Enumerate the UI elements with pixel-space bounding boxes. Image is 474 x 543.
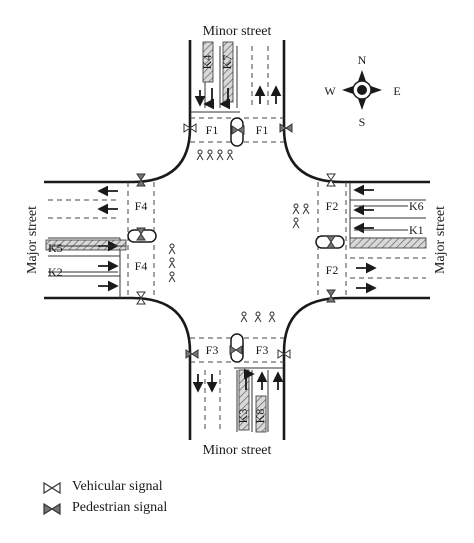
crosswalks (127, 117, 347, 363)
pedestrian-icon (216, 149, 224, 161)
legend-pedestrian-label: Pedestrian signal (72, 500, 168, 515)
detector-k6-label: K6 (409, 199, 424, 213)
detector-k3-label: K3 (236, 409, 250, 424)
signals (136, 123, 336, 359)
detector-loops (45, 41, 427, 433)
pedestrian-signal-icon (326, 289, 336, 303)
pedestrian-icon (226, 149, 234, 161)
phase-f1-right-label: F1 (256, 123, 269, 137)
legend-vehicular-label: Vehicular signal (72, 479, 163, 494)
detector-k5-label: K5 (48, 241, 63, 255)
median-islands (127, 117, 345, 363)
pedestrian-signal-icon (136, 227, 146, 241)
pedestrian-signal-icon (229, 345, 243, 355)
pedestrian-signal-icon (136, 173, 146, 187)
pedestrian-icon (168, 271, 176, 283)
compass-rose-icon (342, 70, 382, 110)
pedestrian-signal-icon (326, 235, 336, 249)
vehicular-signal-icon (277, 349, 291, 359)
pedestrian-icon (268, 311, 276, 323)
pedestrian-signal-icon (43, 502, 61, 516)
k4-loop (202, 41, 214, 83)
detector-k8-label: K8 (253, 409, 267, 424)
vehicular-signal-icon (326, 173, 336, 187)
compass-south: S (359, 115, 366, 129)
minor-street-bottom-label: Minor street (203, 443, 272, 458)
pedestrian-signal-icon (231, 125, 245, 135)
pedestrian-icon (168, 257, 176, 269)
pedestrian-icon (206, 149, 214, 161)
vehicular-signal-icon (136, 291, 146, 305)
detector-k1-label: K1 (409, 223, 424, 237)
compass-east: E (393, 84, 400, 98)
pedestrian-icon (254, 311, 262, 323)
pedestrian-signal-icon (185, 349, 199, 359)
k1-loop (349, 237, 427, 249)
pedestrian-icon (196, 149, 204, 161)
pedestrian-icon (240, 311, 248, 323)
compass-north: N (358, 53, 367, 67)
vehicular-signal-icon (43, 481, 61, 495)
detector-k7-label: K7 (220, 55, 234, 70)
major-street-right-label: Major street (433, 206, 448, 274)
pedestrian-icon (292, 217, 300, 229)
legend-symbols (43, 481, 61, 516)
phase-f1-left-label: F1 (206, 123, 219, 137)
pedestrian-icon (168, 243, 176, 255)
minor-street-top-label: Minor street (203, 24, 272, 39)
compass-west: W (324, 84, 336, 98)
lane-arrows (97, 85, 377, 393)
phase-f2-bottom-label: F2 (326, 263, 339, 277)
detector-k4-label: K4 (200, 55, 214, 70)
phase-f4-top-label: F4 (135, 199, 148, 213)
k8-loop (255, 395, 267, 433)
k5-loop (45, 239, 127, 251)
vehicular-signal-icon (183, 123, 197, 133)
detector-k2-label: K2 (48, 265, 63, 279)
phase-f2-top-label: F2 (326, 199, 339, 213)
pedestrian-icon (302, 203, 310, 215)
phase-f3-right-label: F3 (256, 343, 269, 357)
detector-pointers (48, 205, 408, 273)
pedestrian-markers (168, 149, 310, 323)
pedestrian-icon (292, 203, 300, 215)
pedestrian-signal-icon (279, 123, 293, 133)
phase-f4-bottom-label: F4 (135, 259, 148, 273)
major-street-left-label: Major street (25, 206, 40, 274)
phase-f3-left-label: F3 (206, 343, 219, 357)
